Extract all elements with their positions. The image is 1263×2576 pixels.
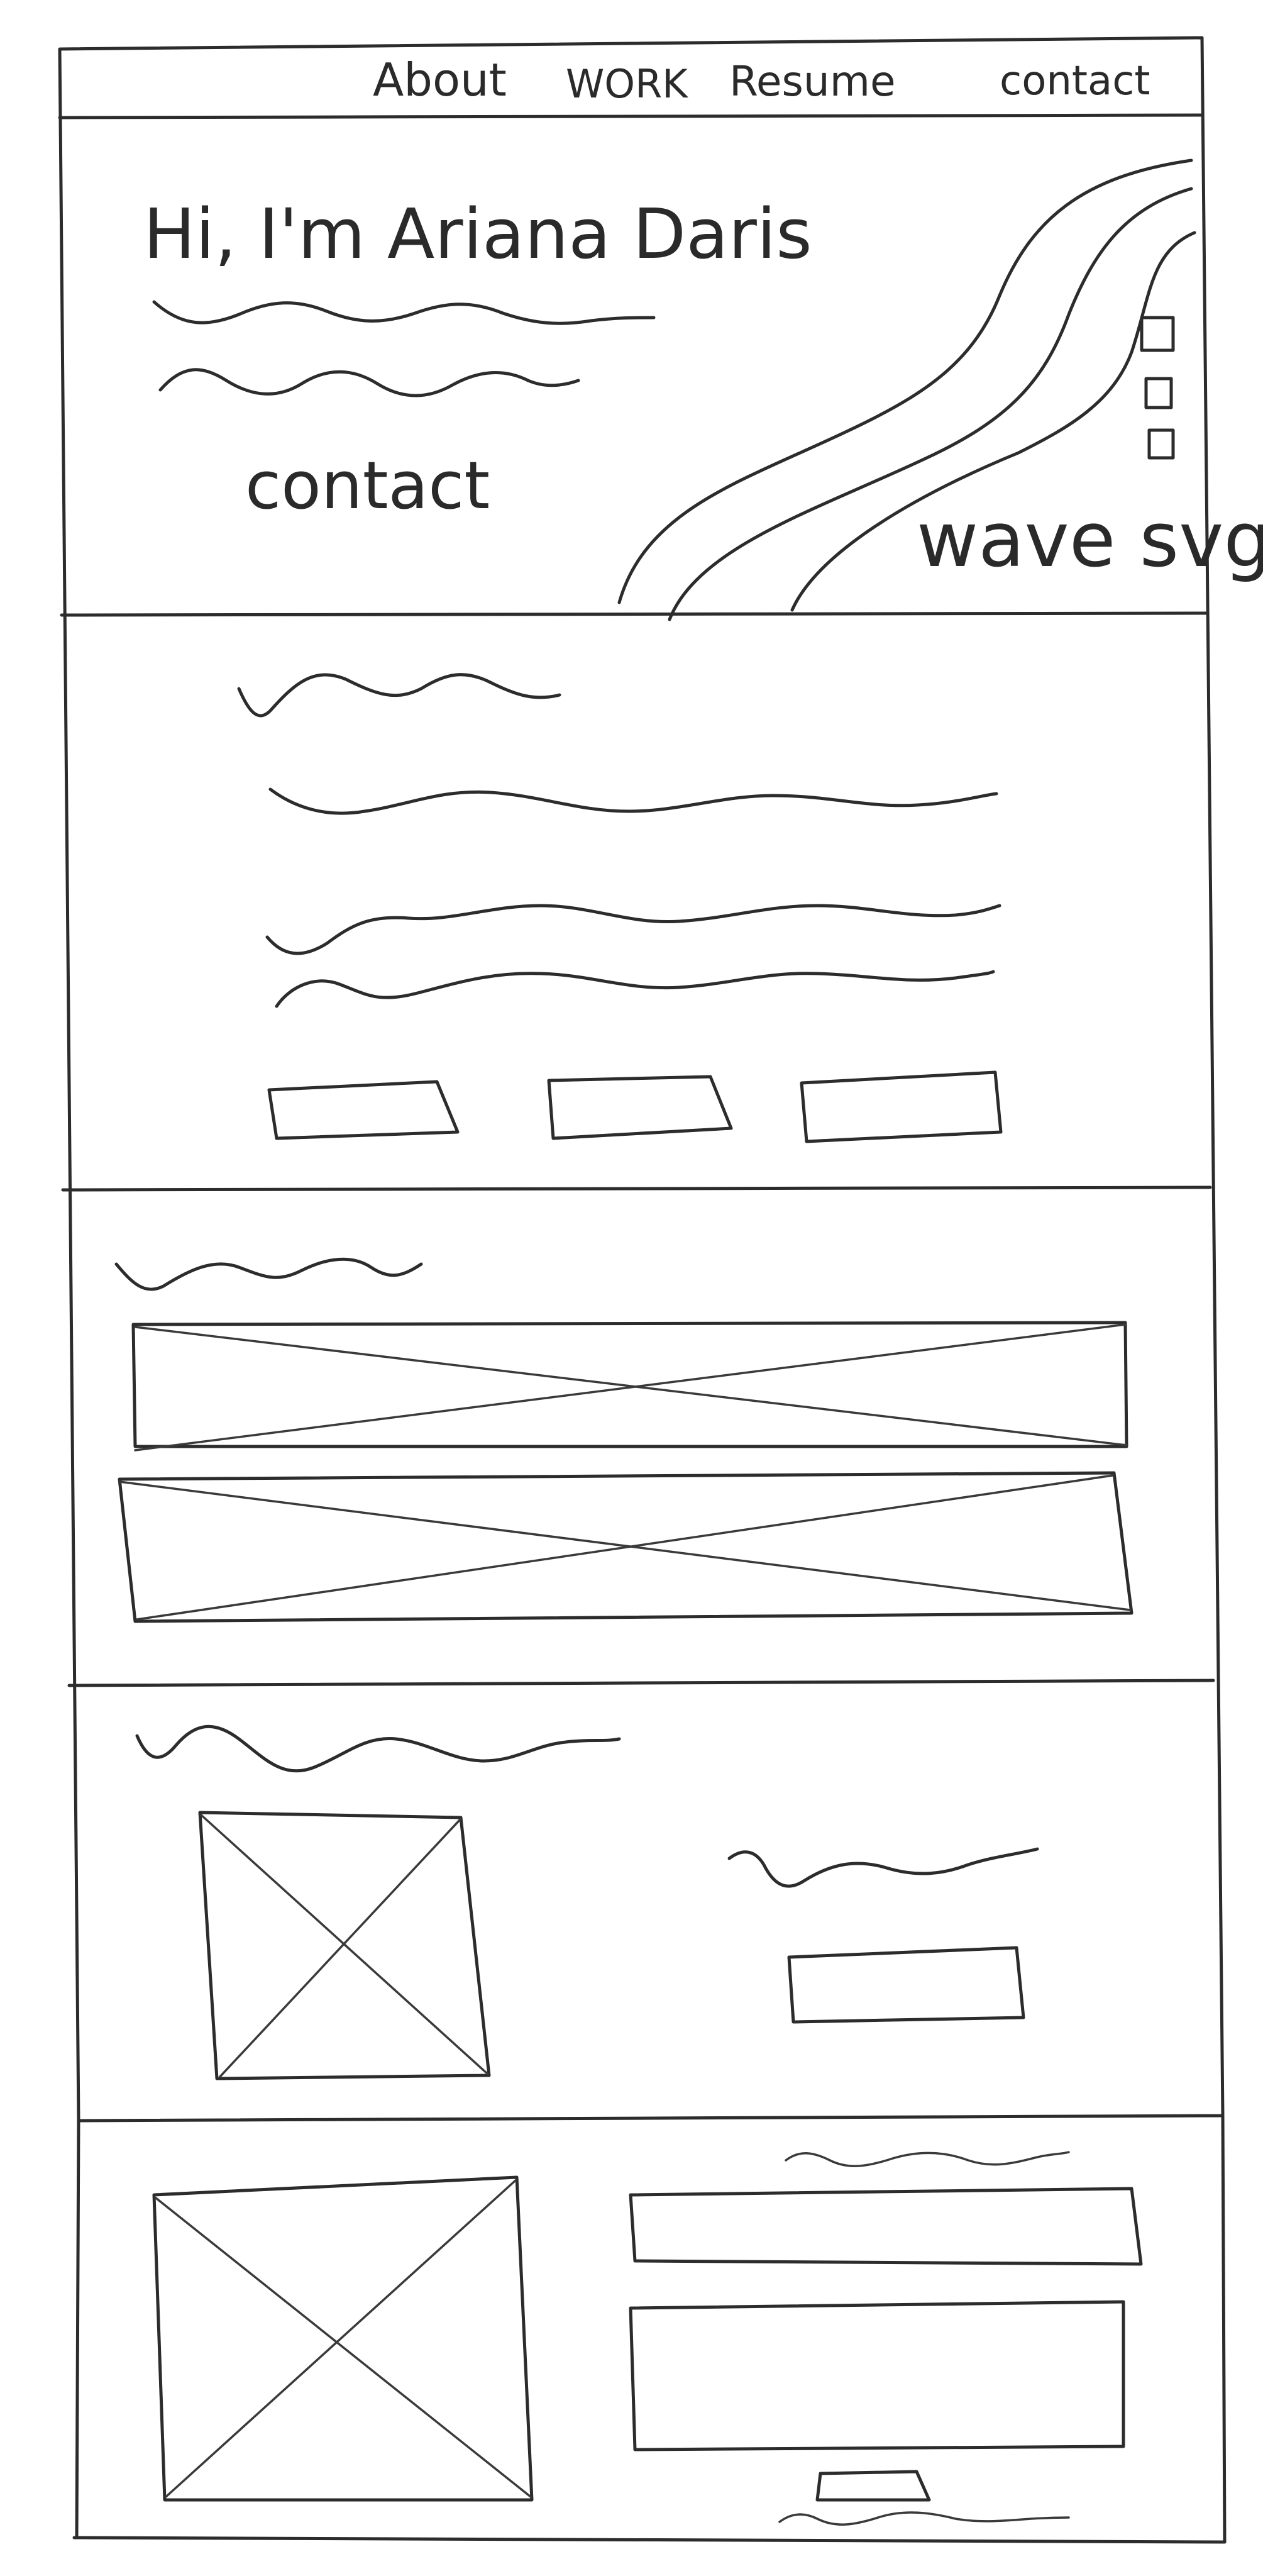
page-frame-left-lower — [75, 2119, 80, 2540]
nav-item-contact[interactable]: contact — [1000, 58, 1150, 104]
wave-line-1 — [617, 158, 1193, 604]
hero-contact-button[interactable]: contact — [245, 447, 490, 524]
footer-squiggle — [778, 2511, 1070, 2526]
wave-svg-label: wave svg — [917, 497, 1263, 584]
nav-item-work[interactable]: WORK — [566, 61, 688, 107]
wave-square-3 — [1147, 428, 1175, 460]
navbar-divider — [58, 113, 1203, 119]
hero-divider — [60, 611, 1209, 617]
page-frame-bottom — [72, 2536, 1227, 2544]
page-frame-right-lower — [1221, 2114, 1227, 2544]
work-image-placeholder-1[interactable] — [131, 1321, 1128, 1452]
contact-section — [152, 2151, 1143, 2526]
work-heading-squiggle — [114, 1257, 423, 1291]
resume-heading-squiggle — [135, 1724, 621, 1773]
contact-name-field[interactable] — [629, 2187, 1143, 2266]
about-section — [61, 673, 1212, 1192]
about-divider — [61, 1185, 1212, 1192]
about-text-line-2 — [265, 904, 1001, 955]
about-text-line-1 — [268, 787, 998, 815]
resume-section — [135, 1724, 1039, 2080]
navbar: About WORK Resume contact — [58, 53, 1203, 119]
nav-item-about[interactable]: About — [373, 53, 507, 106]
work-section — [67, 1257, 1215, 1687]
work-divider — [67, 1679, 1215, 1687]
nav-item-resume[interactable]: Resume — [729, 57, 896, 106]
wave-square-2 — [1144, 377, 1173, 409]
wave-svg-illustration: wave svg — [617, 158, 1263, 621]
hero-greeting: Hi, I'm Ariana Daris — [143, 194, 812, 274]
resume-image-placeholder[interactable] — [198, 1811, 491, 2080]
wave-line-3 — [790, 231, 1196, 612]
about-text-line-3 — [275, 970, 995, 1008]
resume-subheading-squiggle — [727, 1847, 1039, 1888]
wave-square-1 — [1140, 316, 1175, 352]
resume-download-button[interactable] — [787, 1946, 1025, 2024]
hero-squiggle-line-2 — [158, 368, 580, 397]
wave-line-2 — [668, 187, 1193, 621]
contact-message-field[interactable] — [629, 2300, 1125, 2451]
work-image-placeholder-2[interactable] — [118, 1471, 1133, 1623]
contact-submit-button[interactable] — [815, 2470, 931, 2502]
hero-squiggle-line-1 — [152, 300, 656, 325]
contact-image-placeholder[interactable] — [152, 2175, 534, 2502]
about-button-3[interactable] — [800, 1070, 1003, 1143]
about-heading-squiggle — [237, 673, 561, 718]
hero-section: Hi, I'm Ariana Daris contact wave svg — [60, 158, 1263, 621]
about-button-1[interactable] — [267, 1080, 460, 1140]
contact-heading-squiggle — [785, 2151, 1070, 2167]
about-button-2[interactable] — [547, 1075, 733, 1140]
